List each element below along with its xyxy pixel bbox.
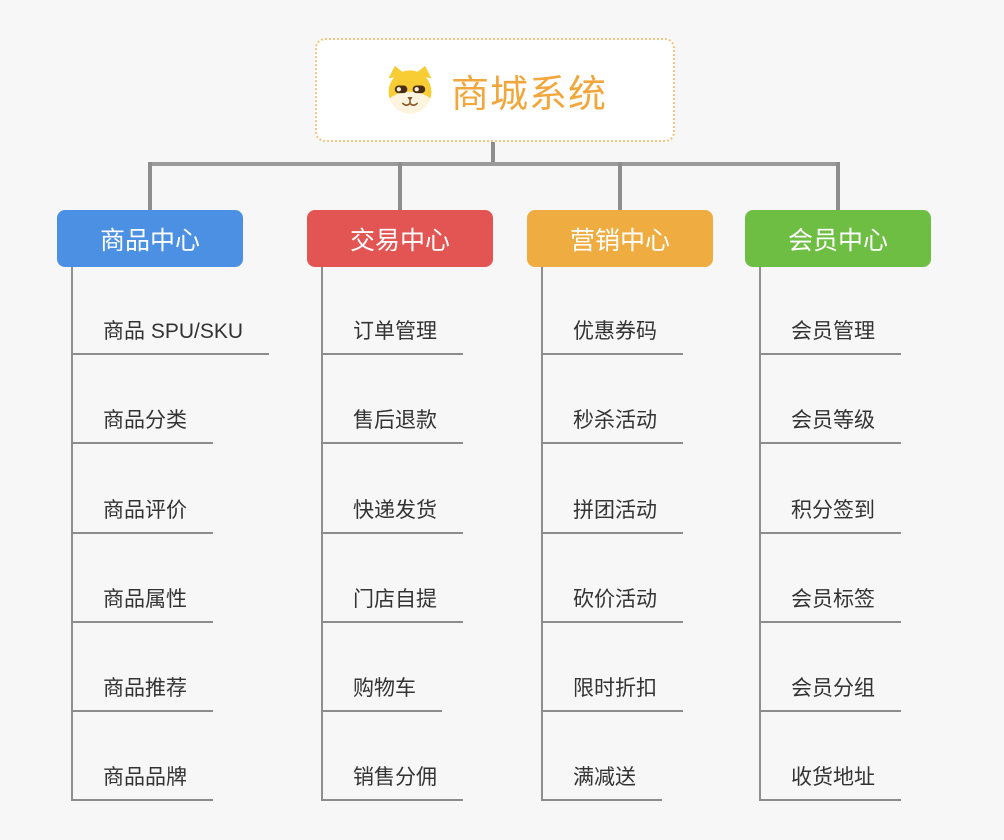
branch-member-center: 会员中心 会员管理 会员等级 积分签到 会员标签 会员分组 收货地址 [745,162,931,820]
leaf-node[interactable]: 商品分类 [71,388,213,444]
branch-node-trade-center[interactable]: 交易中心 [307,210,493,267]
leaf-node[interactable]: 商品属性 [71,567,213,623]
branch-node-member-center[interactable]: 会员中心 [745,210,931,267]
leaf-node[interactable]: 购物车 [321,656,442,712]
root-node-mall-system[interactable]: 商城系统 [315,38,675,142]
leaf-node[interactable]: 门店自提 [321,567,463,623]
leaf-node[interactable]: 限时折扣 [541,656,683,712]
leaf-node[interactable]: 秒杀活动 [541,388,683,444]
branch-marketing-center: 营销中心 优惠券码 秒杀活动 拼团活动 砍价活动 限时折扣 满减送 [527,162,713,820]
leaf-node[interactable]: 销售分佣 [321,745,463,801]
leaf-node[interactable]: 商品 SPU/SKU [71,299,270,355]
branch-node-marketing-center[interactable]: 营销中心 [527,210,713,267]
shiba-dog-icon [388,65,432,114]
root-connector-line [491,140,495,166]
leaf-node[interactable]: 售后退款 [321,388,463,444]
leaf-node[interactable]: 商品推荐 [71,656,213,712]
leaf-node[interactable]: 积分签到 [759,478,901,534]
leaf-node[interactable]: 优惠券码 [541,299,683,355]
root-node-title: 商城系统 [450,73,607,116]
leaf-node[interactable]: 满减送 [541,745,662,801]
leaf-node[interactable]: 订单管理 [321,299,463,355]
leaf-node[interactable]: 会员分组 [759,656,901,712]
leaf-node[interactable]: 砍价活动 [541,567,683,623]
leaf-node[interactable]: 会员管理 [759,299,901,355]
branch-product-center: 商品中心 商品 SPU/SKU 商品分类 商品评价 商品属性 商品推荐 商品品牌 [57,162,270,820]
horizontal-connector-line [148,162,840,166]
leaf-node[interactable]: 快递发货 [321,478,463,534]
leaf-node[interactable]: 会员标签 [759,567,901,623]
leaf-node[interactable]: 商品评价 [71,478,213,534]
leaf-node[interactable]: 商品品牌 [71,745,213,801]
branch-trade-center: 交易中心 订单管理 售后退款 快递发货 门店自提 购物车 销售分佣 [307,162,493,820]
leaf-node[interactable]: 拼团活动 [541,478,683,534]
branch-node-product-center[interactable]: 商品中心 [57,210,243,267]
leaf-node[interactable]: 会员等级 [759,388,901,444]
leaf-node[interactable]: 收货地址 [759,745,901,801]
